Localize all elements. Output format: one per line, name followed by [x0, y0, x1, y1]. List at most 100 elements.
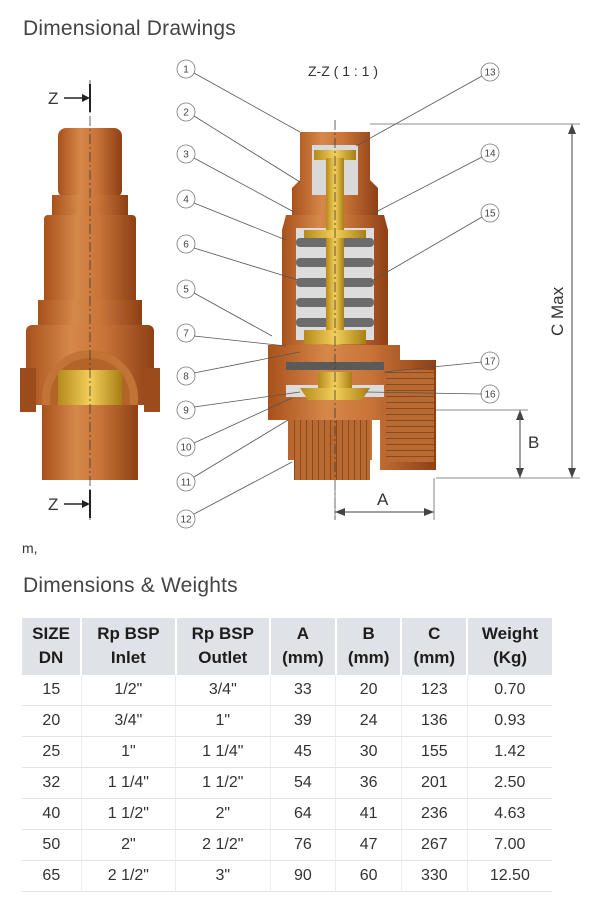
cell-b: 41	[335, 798, 402, 830]
svg-text:6: 6	[183, 240, 189, 251]
callout-group-left: 1 2 3 4 6 5 7	[176, 59, 301, 529]
cell-b: 60	[335, 860, 402, 892]
cell-c: 330	[401, 860, 468, 892]
dimensions-section-title: Dimensions & Weights	[23, 574, 238, 597]
cell-outlet: 1 1/2"	[175, 767, 271, 799]
cell-inlet: 1"	[81, 736, 177, 768]
callout-17: 17	[383, 351, 500, 373]
cell-inlet: 2 1/2"	[81, 860, 177, 892]
header-c: C(mm)	[401, 618, 469, 675]
section-marker-top: Z	[48, 84, 91, 112]
z-marker-label: Z	[48, 495, 58, 514]
callout-14: 14	[371, 143, 500, 215]
callout-1: 1	[176, 59, 301, 133]
cell-size: 50	[22, 829, 82, 861]
cell-c: 136	[401, 705, 468, 737]
cell-c: 123	[401, 675, 468, 706]
cell-size: 32	[22, 767, 82, 799]
callout-4: 4	[176, 189, 287, 241]
table-row: 20 3/4" 1" 39 24 136 0.93	[22, 705, 552, 737]
cell-weight: 2.50	[467, 767, 552, 799]
dimension-c-label: C Max	[548, 286, 567, 336]
callout-group-right: 13 14 15 17 16	[355, 62, 500, 404]
cell-c: 201	[401, 767, 468, 799]
drawing-section-title: Dimensional Drawings	[23, 17, 236, 40]
cell-outlet: 3/4"	[175, 675, 271, 706]
cell-outlet: 1 1/4"	[175, 736, 271, 768]
cell-inlet: 1 1/4"	[81, 767, 177, 799]
cell-b: 20	[335, 675, 402, 706]
svg-text:7: 7	[183, 329, 189, 340]
svg-text:9: 9	[183, 406, 189, 417]
cell-b: 24	[335, 705, 402, 737]
svg-text:16: 16	[484, 390, 496, 401]
callout-16: 16	[365, 384, 500, 404]
table-row: 15 1/2" 3/4" 33 20 123 0.70	[22, 675, 552, 706]
cell-c: 267	[401, 829, 468, 861]
callout-5: 5	[176, 279, 273, 337]
svg-text:1: 1	[183, 65, 189, 76]
cell-size: 25	[22, 736, 82, 768]
cell-outlet: 3"	[175, 860, 271, 892]
cell-size: 15	[22, 675, 82, 706]
cell-weight: 0.70	[467, 675, 552, 706]
cell-outlet: 1"	[175, 705, 271, 737]
callout-13: 13	[355, 62, 500, 147]
cell-outlet: 2"	[175, 798, 271, 830]
cell-inlet: 3/4"	[81, 705, 177, 737]
cell-a: 39	[270, 705, 337, 737]
cell-a: 54	[270, 767, 337, 799]
header-a: A(mm)	[270, 618, 337, 675]
cell-a: 45	[270, 736, 337, 768]
table-row: 32 1 1/4" 1 1/2" 54 36 201 2.50	[22, 767, 552, 799]
svg-text:4: 4	[183, 195, 189, 206]
table-row: 40 1 1/2" 2" 64 41 236 4.63	[22, 798, 552, 830]
section-label: Z-Z ( 1 : 1 )	[308, 63, 378, 79]
cell-c: 236	[401, 798, 468, 830]
cell-weight: 12.50	[467, 860, 552, 892]
valve-dimensional-drawing: Z Z	[20, 59, 580, 529]
callout-9: 9	[176, 391, 301, 420]
callout-15: 15	[369, 203, 500, 283]
callout-6: 6	[176, 234, 299, 281]
z-marker-label: Z	[48, 89, 58, 108]
svg-text:14: 14	[484, 149, 496, 160]
cell-a: 76	[270, 829, 337, 861]
callout-3: 3	[176, 144, 295, 213]
svg-text:12: 12	[180, 515, 192, 526]
callout-2: 2	[176, 102, 301, 183]
dimension-c: C Max	[370, 123, 580, 479]
cell-b: 30	[335, 736, 402, 768]
dimension-a: A	[334, 478, 435, 520]
cell-a: 64	[270, 798, 337, 830]
dimension-b: B	[436, 409, 539, 478]
dimension-a-label: A	[377, 490, 389, 509]
cell-size: 40	[22, 798, 82, 830]
svg-text:8: 8	[183, 372, 189, 383]
svg-text:15: 15	[484, 209, 496, 220]
cell-c: 155	[401, 736, 468, 768]
header-weight: Weight(Kg)	[467, 618, 552, 675]
cell-b: 36	[335, 767, 402, 799]
svg-text:13: 13	[484, 68, 496, 79]
table-row: 65 2 1/2" 3" 90 60 330 12.50	[22, 860, 552, 892]
cell-b: 47	[335, 829, 402, 861]
callout-12: 12	[176, 461, 293, 529]
svg-text:3: 3	[183, 150, 189, 161]
svg-text:5: 5	[183, 285, 189, 296]
svg-text:10: 10	[180, 443, 192, 454]
table-row: 50 2" 2 1/2" 76 47 267 7.00	[22, 829, 552, 861]
callout-10: 10	[176, 397, 293, 457]
drawing-note: m,	[22, 540, 38, 556]
svg-text:17: 17	[484, 357, 496, 368]
svg-text:2: 2	[183, 108, 189, 119]
cell-weight: 7.00	[467, 829, 552, 861]
header-b: B(mm)	[335, 618, 403, 675]
callout-11: 11	[176, 419, 289, 492]
table-row: 25 1" 1 1/4" 45 30 155 1.42	[22, 736, 552, 768]
